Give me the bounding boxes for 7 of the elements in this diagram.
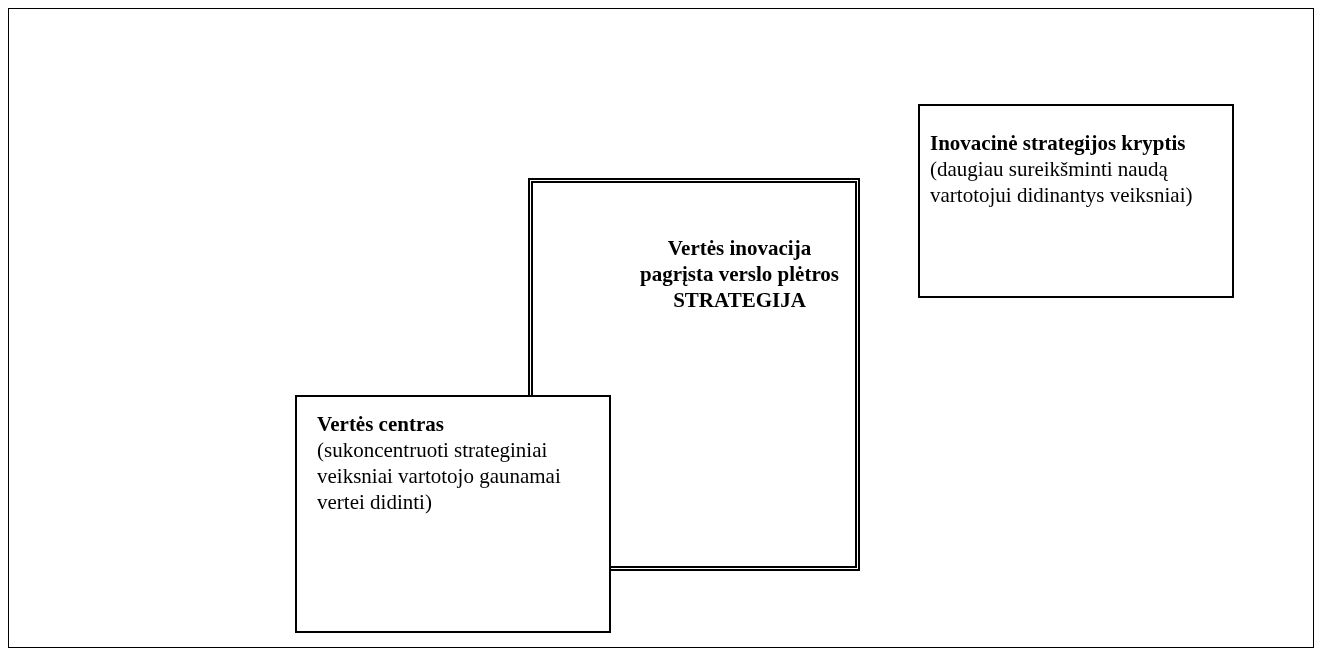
value-center-box [295, 395, 611, 633]
description-text: (daugiau sureikšminti naudą vartotojui didinantys veiksniai) [930, 156, 1194, 208]
heading-text: Inovacinė strategijos kryptis [930, 130, 1187, 156]
heading-text: Vertės centras [317, 411, 445, 437]
heading-text: Vertės inovacija pagrįsta verslo plėtros STRATEGIJA [638, 235, 841, 313]
direction-box [918, 104, 1234, 298]
description-text: (sukoncentruoti strateginiai veiksniai vartotojo gaunamai vertei didinti) [317, 437, 562, 515]
